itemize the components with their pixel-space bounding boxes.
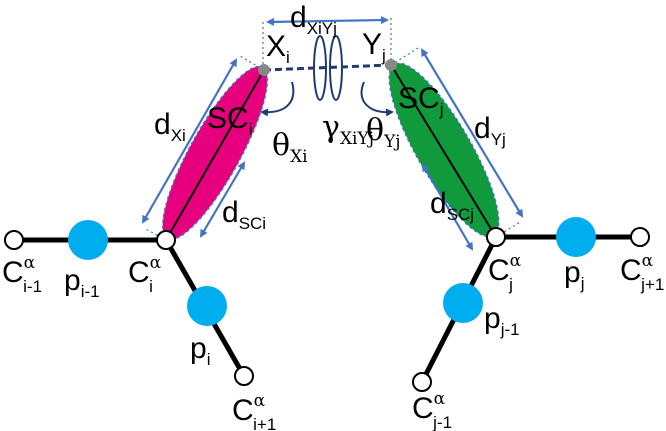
- xi-label: Xi: [266, 30, 290, 67]
- p-j-node: [556, 217, 596, 257]
- theta-yj-label: θYj: [366, 113, 401, 152]
- gamma-left-loop: [313, 35, 327, 101]
- d-xy-label: dXiYj: [290, 1, 337, 38]
- p-nodes: [68, 217, 596, 326]
- d-sci-label: dSCi: [222, 196, 266, 233]
- dimension-arrows: [142, 16, 524, 251]
- d-yj-arrow: [420, 48, 524, 218]
- d-xi-label: dXi: [154, 108, 186, 145]
- sci-label: SCi: [207, 102, 252, 139]
- d-scj-label: dSCj: [430, 187, 474, 224]
- c-alpha-j-node: [486, 227, 506, 247]
- d-yj-label: dYj: [474, 112, 506, 149]
- c-alpha-nodes: [4, 227, 650, 392]
- c-alpha-i-node: [156, 230, 176, 250]
- xi-yj-distance-line: [263, 63, 392, 72]
- d-sci-arrow: [199, 161, 246, 238]
- p-j-minus1-label: pj-1: [484, 302, 520, 339]
- p-i-label: pi: [190, 332, 210, 369]
- centroid-yj-point: [385, 59, 397, 71]
- d-xy-arrow: [266, 16, 389, 26]
- gamma-xy-label: γXiYj: [322, 110, 374, 149]
- angle-arcs: [260, 35, 394, 117]
- centroid-xi-point: [258, 64, 270, 76]
- p-j-label: pj: [564, 256, 584, 293]
- scj-label: SCj: [398, 82, 443, 119]
- yj-label: Yj: [362, 28, 386, 65]
- d-xi-arrow: [142, 58, 237, 224]
- c-alpha-j-minus1-node: [412, 372, 432, 392]
- p-i-minus1-label: pi-1: [64, 264, 100, 301]
- theta-yj-arc: [360, 81, 394, 117]
- p-i-node: [187, 286, 227, 326]
- c-alpha-j-plus1-node: [630, 227, 650, 247]
- c-alpha-i-plus1-node: [234, 366, 254, 386]
- theta-xi-arc: [260, 81, 295, 117]
- d-scj-arrow: [421, 163, 474, 251]
- theta-xi-label: θXi: [272, 128, 308, 167]
- p-i-minus1-node: [68, 220, 108, 260]
- c-alpha-i-minus1-node: [4, 230, 24, 250]
- gamma-right-loop: [329, 35, 343, 101]
- p-j-minus1-node: [443, 283, 483, 323]
